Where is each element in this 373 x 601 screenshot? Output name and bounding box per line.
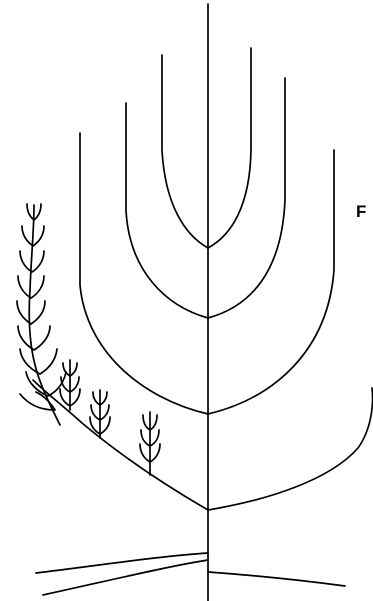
root-system (36, 553, 345, 595)
branch-outermost-left (33, 380, 208, 510)
lateral-shoots (17, 204, 160, 475)
branch-third (80, 133, 334, 414)
figure-label: F (356, 203, 366, 220)
root-left-lower (43, 560, 208, 595)
root-left-upper (36, 553, 208, 573)
branch-second (126, 78, 285, 318)
branch-innermost (162, 48, 251, 248)
nested-branches (33, 48, 373, 510)
shoot-main-leaves (17, 204, 66, 410)
root-right (208, 572, 345, 586)
